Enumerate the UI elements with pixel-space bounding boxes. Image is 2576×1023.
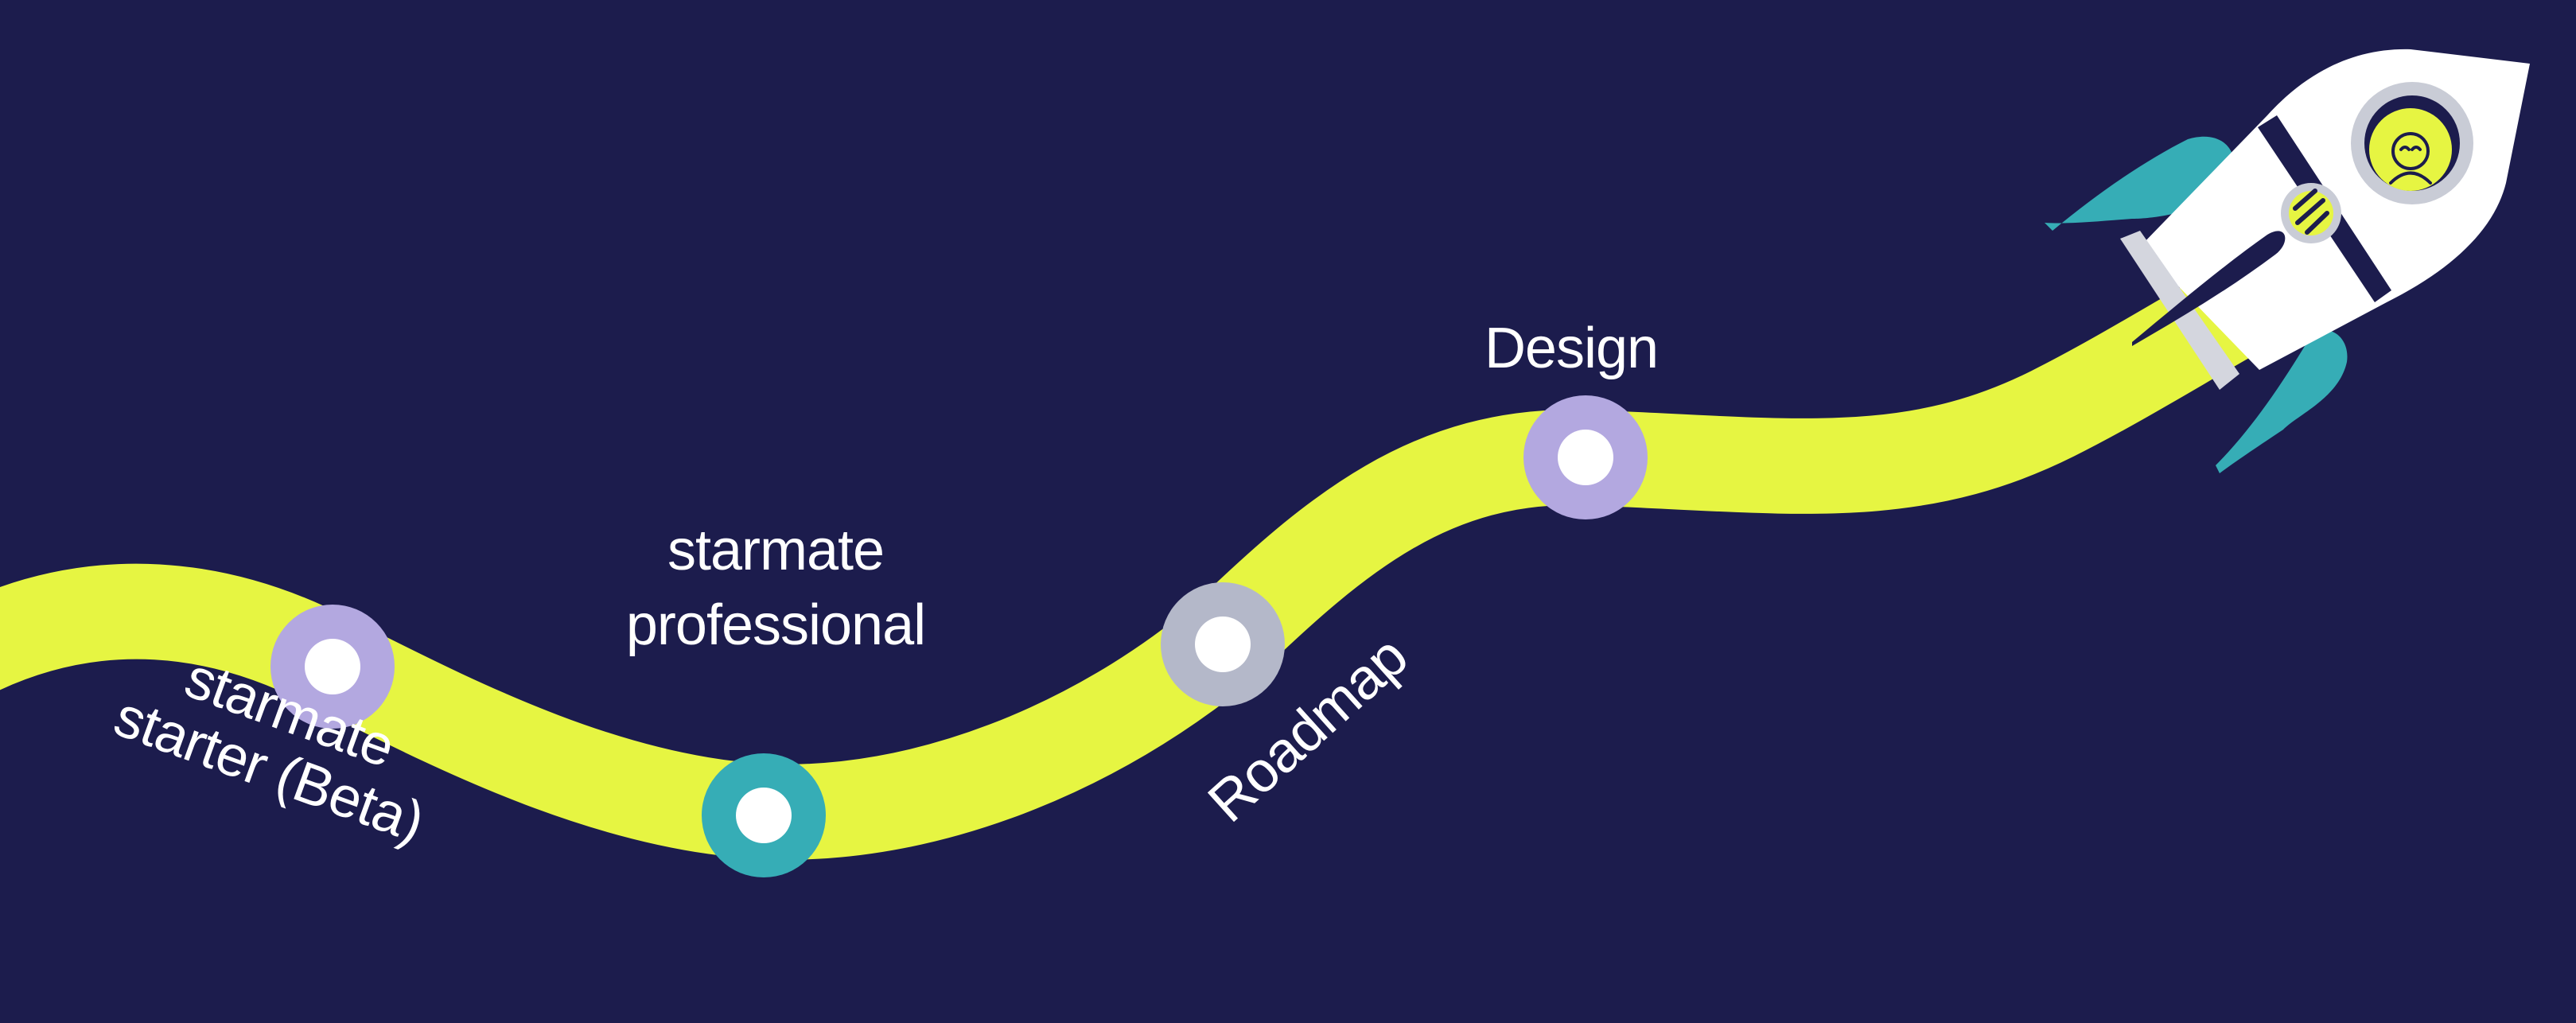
milestone-dot (736, 788, 792, 843)
milestone-dot (1195, 617, 1251, 672)
milestone-label: Design (1485, 317, 1658, 380)
milestone-dot (305, 639, 360, 694)
milestone-label: starmate professional (626, 519, 925, 657)
milestone-label-line: starmate (667, 519, 884, 582)
rocket-icon (2045, 49, 2530, 473)
milestone-starter: starmatestarter (Beta) (107, 605, 432, 854)
milestone-dot (1558, 430, 1613, 485)
astronaut-smile-icon (2389, 132, 2432, 185)
milestone-design: Design (1485, 317, 1659, 519)
milestone-label-line: professional (626, 593, 925, 657)
milestone-professional: starmate professional (626, 519, 926, 877)
milestone-label-line: Design (1485, 317, 1658, 380)
